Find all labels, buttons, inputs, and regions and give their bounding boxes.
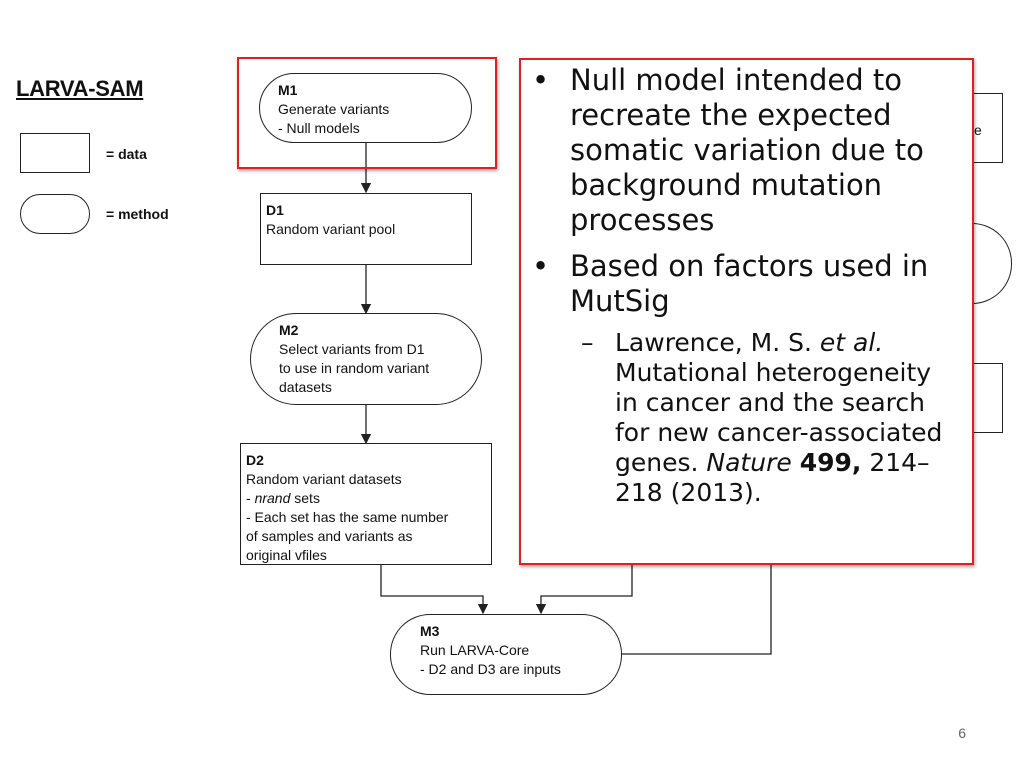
citation-line-5: genes. Nature 499, 214– [615,448,942,478]
citation-etal: et al. [819,328,884,357]
citation-pages: 214– [861,448,930,477]
node-d2-id: D2 [246,452,264,468]
node-d2-sets: sets [290,490,320,506]
citation-line-1: Lawrence, M. S. et al. [615,328,942,358]
node-m1-line: - Null models [278,120,360,136]
citation-line: for new cancer-associated [615,418,943,447]
callout-citation: – Lawrence, M. S. et al. Mutational hete… [581,328,943,508]
citation-line: 218 (2013). [615,478,762,507]
node-m2-id: M2 [279,322,299,338]
callout-bullet-2: • Based on factors used in MutSig [532,249,929,319]
page-number: 6 [958,725,966,741]
node-m1-id: M1 [278,82,298,98]
node-d2-line: Random variant datasets [246,471,402,487]
callout-bullet-1-line: somatic variation due to [570,133,924,167]
node-m2-line: Select variants from D1 [279,341,425,357]
callout-bullet-2-line: Based on factors used in [570,249,929,283]
node-d2: D2 Random variant datasets - nrand sets … [240,443,492,565]
highlight-m1 [237,57,497,169]
arrow-d3-m3 [535,564,633,615]
arrow-d2-m3 [380,564,489,615]
legend-data-label: = data [106,146,147,162]
node-m1: M1 Generate variants - Null models [259,73,472,143]
node-m3-line: Run LARVA-Core [420,642,530,658]
callout-bullet-1-line: recreate the expected [570,98,892,132]
node-d2-line: original vfiles [246,547,327,563]
sub-dash: – [581,328,594,357]
node-m3-id: M3 [420,623,440,639]
citation-author: Lawrence, M. S. [615,328,820,357]
legend-method-label: = method [106,206,169,222]
citation-journal: Nature [706,448,792,477]
legend-method-swatch [20,194,90,234]
node-d1-line: Random variant pool [266,221,396,237]
callout-bullet-1-line: processes [570,203,715,237]
bullet-dot: • [532,249,550,283]
node-m3-line: - D2 and D3 are inputs [420,661,561,677]
page-title: LARVA-SAM [16,76,144,101]
callout-bullet-2-line: MutSig [570,284,670,318]
node-d1: D1 Random variant pool [260,193,472,265]
callout-bullet-1: • Null model intended to recreate the ex… [532,63,924,238]
node-d1-id: D1 [266,202,284,218]
bullet-dot: • [532,63,550,97]
callout-bullet-1-line: Null model intended to [570,63,902,97]
node-m2-line: to use in random variant [279,360,430,376]
citation-space [792,448,800,477]
citation-volume: 499, [799,448,862,477]
citation-line: Mutational heterogeneity [615,358,932,387]
legend-data-swatch [20,133,90,173]
node-d2-nrand: nrand [254,490,291,506]
hidden-node-1-text: e [974,122,982,138]
node-d2-line: of samples and variants as [246,528,413,544]
node-m2: M2 Select variants from D1 to use in ran… [250,313,482,405]
citation-line: in cancer and the search [615,388,925,417]
node-d2-prefix: - [246,490,255,506]
citation-genes: genes. [615,448,707,477]
callout-panel: • Null model intended to recreate the ex… [519,58,974,565]
node-d2-line: - Each set has the same number [246,509,449,525]
node-m3: M3 Run LARVA-Core - D2 and D3 are inputs [390,614,622,695]
node-m2-line: datasets [279,379,332,395]
callout-bullet-1-line: background mutation [570,168,883,202]
node-d2-line-nrand: - nrand sets [246,489,491,508]
node-m1-line: Generate variants [278,101,390,117]
arrow-right-m3 [620,564,772,655]
